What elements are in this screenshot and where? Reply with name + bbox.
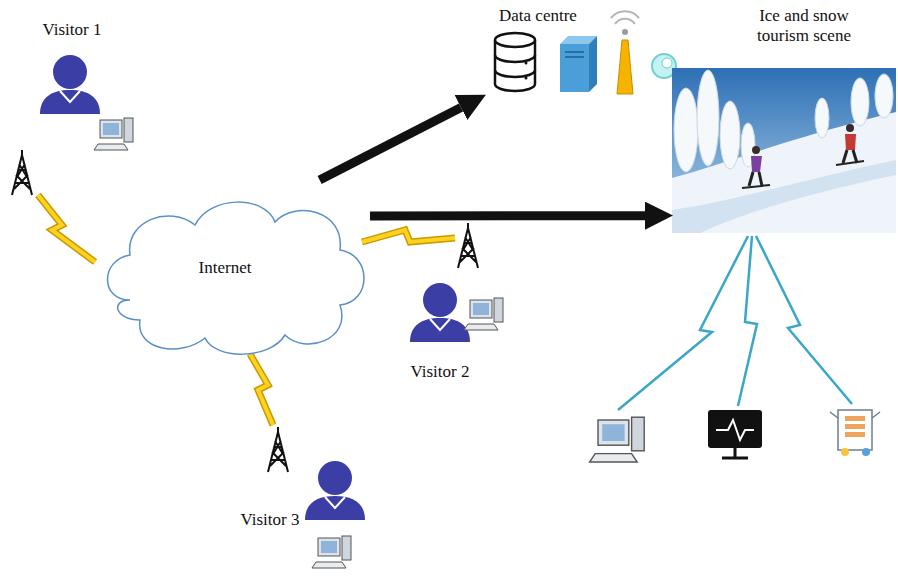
server-icon bbox=[589, 36, 597, 92]
server-icon bbox=[565, 52, 584, 57]
computer-icon bbox=[464, 298, 503, 330]
monitor-icon bbox=[722, 448, 748, 458]
wireless-link bbox=[618, 236, 852, 410]
antenna-icon bbox=[611, 11, 639, 24]
ski-photo bbox=[674, 88, 698, 172]
ski-photo bbox=[815, 98, 829, 138]
database-icon bbox=[525, 77, 528, 80]
computer-icon bbox=[94, 118, 133, 150]
ski-photo bbox=[875, 74, 893, 118]
antenna-icon bbox=[611, 11, 639, 94]
camera-icon bbox=[662, 58, 672, 68]
visitor-label: Visitor 1 bbox=[43, 20, 102, 40]
wireless-link bbox=[618, 236, 748, 410]
computer-icon bbox=[590, 417, 645, 462]
node-label: Ice and snow tourism scene bbox=[742, 6, 866, 47]
tower-icon bbox=[458, 223, 478, 268]
monitor-icon bbox=[708, 410, 762, 458]
skier bbox=[836, 124, 864, 165]
antenna-icon bbox=[622, 29, 628, 35]
wireless-bolt bbox=[362, 230, 455, 242]
person-icon bbox=[410, 283, 470, 342]
person-icon bbox=[305, 461, 365, 520]
wireless-bolt bbox=[362, 230, 455, 242]
network-icon bbox=[838, 410, 872, 450]
node-label: Data centre bbox=[499, 6, 655, 26]
network-icon bbox=[845, 416, 865, 421]
ski-photo bbox=[674, 70, 893, 172]
monitor-icon bbox=[716, 420, 754, 440]
ski-photo bbox=[720, 101, 740, 169]
tower-icon bbox=[268, 427, 288, 472]
skier bbox=[843, 150, 857, 163]
internet-cloud: Internet bbox=[90, 180, 370, 360]
wireless-bolt bbox=[250, 354, 273, 425]
flow-arrow bbox=[370, 211, 645, 220]
monitor-icon bbox=[708, 410, 762, 448]
visitor-label: Visitor 3 bbox=[241, 510, 300, 530]
data-centre-group: Data centre bbox=[485, 4, 655, 100]
wireless-bolt bbox=[250, 354, 273, 425]
server-icon bbox=[560, 36, 597, 92]
wireless-bolt bbox=[38, 195, 95, 262]
ski-photo bbox=[672, 160, 896, 233]
skier bbox=[836, 161, 864, 165]
skier bbox=[742, 185, 770, 188]
skier bbox=[751, 156, 762, 172]
network-icon bbox=[845, 432, 865, 437]
ski-photo bbox=[672, 68, 896, 233]
wireless-bolt bbox=[38, 195, 455, 425]
computer-icon bbox=[312, 536, 351, 568]
network-icon bbox=[845, 424, 865, 429]
ski-photo bbox=[851, 78, 869, 126]
tower-icon bbox=[12, 150, 32, 195]
network-icon bbox=[862, 448, 870, 456]
skier bbox=[845, 134, 856, 150]
ski-photo bbox=[672, 68, 896, 233]
wireless-link bbox=[756, 236, 852, 404]
antenna-icon bbox=[617, 40, 633, 94]
database-icon bbox=[495, 33, 535, 91]
skier bbox=[742, 146, 770, 188]
database-icon bbox=[495, 33, 535, 47]
skier bbox=[749, 172, 762, 186]
skier bbox=[752, 146, 760, 154]
database-icon bbox=[495, 55, 535, 77]
network-icon bbox=[830, 412, 880, 418]
person-icon bbox=[40, 55, 100, 114]
flow-arrow bbox=[320, 108, 461, 180]
network-icon bbox=[841, 448, 849, 456]
scene-photo-group: Ice and snow tourism scene bbox=[672, 4, 896, 234]
ski-photo bbox=[697, 70, 719, 166]
skier bbox=[846, 124, 854, 132]
database-icon bbox=[525, 62, 528, 65]
wireless-link bbox=[738, 236, 757, 406]
visitor-label: Visitor 2 bbox=[411, 362, 470, 382]
cloud-outline bbox=[108, 202, 365, 354]
server-icon bbox=[560, 44, 589, 92]
node-label: Internet bbox=[199, 258, 252, 278]
network-icon bbox=[830, 410, 880, 456]
wireless-bolt bbox=[38, 195, 95, 262]
